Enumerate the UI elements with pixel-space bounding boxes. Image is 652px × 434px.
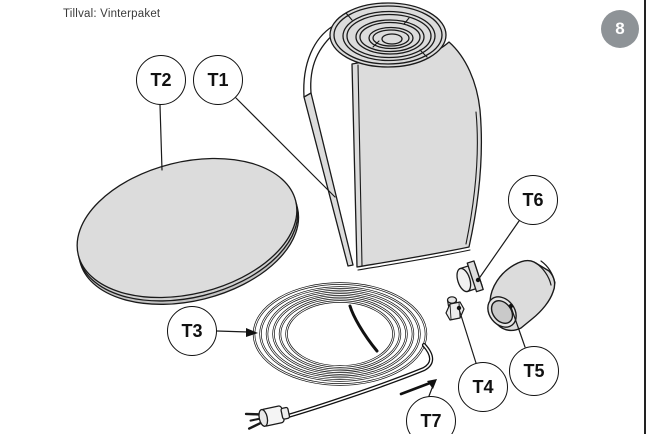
heating-cable-coil: [244, 282, 434, 430]
leader-t1: [235, 97, 336, 198]
nut-fitting: [445, 296, 465, 321]
leader-lines: [159, 97, 526, 397]
page-number: 8: [615, 19, 625, 38]
leader-t6: [475, 220, 520, 283]
callout-t7: T7: [406, 396, 456, 434]
leader-t7: [427, 379, 437, 397]
callout-t6: T6: [508, 175, 558, 225]
sleeve-fitting: [456, 260, 484, 293]
right-edge-rule: [644, 0, 646, 434]
arrowhead: [427, 379, 437, 389]
power-plug: [244, 405, 291, 430]
leader-t4: [456, 305, 477, 364]
callout-t6-label: T6: [522, 189, 544, 210]
pin-illustration: [399, 381, 432, 396]
arrowhead: [246, 328, 258, 337]
callout-t5-label: T5: [523, 360, 545, 381]
leader-t2: [159, 104, 163, 171]
callout-t2: T2: [136, 55, 186, 105]
page-title: Tillval: Vinterpaket: [63, 8, 161, 20]
leader-t5: [508, 303, 526, 348]
page-number-badge: 8: [601, 10, 639, 48]
callout-t1: T1: [193, 55, 243, 105]
cable-inner-end: [348, 304, 379, 353]
callout-t7-label: T7: [420, 410, 442, 431]
callout-t5: T5: [509, 346, 559, 396]
callout-t1-label: T1: [207, 69, 229, 90]
roll-spiral-top: [329, 2, 447, 68]
elbow-fitting: [487, 259, 556, 332]
leader-t3: [216, 328, 258, 337]
rolled-mat-illustration: [303, 2, 483, 271]
ground-mat-illustration: [76, 157, 300, 305]
callout-t2-label: T2: [150, 69, 172, 90]
callout-t4: T4: [458, 362, 508, 412]
callout-t3: T3: [167, 306, 217, 356]
callout-t4-label: T4: [472, 376, 494, 397]
callout-t3-label: T3: [181, 320, 203, 341]
